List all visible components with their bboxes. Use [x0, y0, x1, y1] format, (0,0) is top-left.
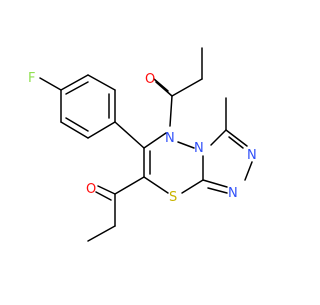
- bond-ring-2: [87, 74, 116, 91]
- molecule-drawing: F O O N N N N S: [28, 47, 257, 242]
- bond-c7-s: [143, 176, 169, 194]
- bond-n1-c8a: [202, 179, 228, 188]
- bond-carbonyl-o-top: [155, 81, 173, 97]
- nitrogen-triazole-lower-label: N: [228, 186, 238, 201]
- bond-carbonyl-ch2-top: [171, 78, 203, 97]
- oxygen-left-label: O: [86, 182, 96, 197]
- bond-n2-n1: [244, 161, 253, 181]
- bond-carbonyl-o-top-double: [153, 78, 169, 92]
- nitrogen-triazole-upper-label: N: [247, 148, 257, 163]
- bond-n4-c3: [210, 129, 227, 146]
- bond-ring-5: [60, 121, 89, 139]
- nitrogen-ring-label: N: [165, 131, 175, 146]
- bond-ch2-ch3-left: [87, 225, 116, 242]
- bond-ring-1: [60, 74, 89, 91]
- structure-svg: F O O N N N N S: [28, 47, 257, 242]
- bond-carbonyl-o-left-double: [95, 191, 112, 201]
- bond-aryl-c6: [114, 121, 145, 149]
- nitrogen-bridge-label: N: [194, 141, 204, 156]
- bonds: [39, 47, 253, 242]
- bond-n-carbonyl: [169, 95, 173, 127]
- bond-f-c: [39, 77, 62, 91]
- bond-ring-1-inner: [65, 81, 89, 95]
- bond-n1-c8a-double: [207, 187, 228, 194]
- bond-c7-carbonyl: [114, 176, 145, 195]
- bond-ring-4: [87, 121, 116, 139]
- oxygen-top-label: O: [145, 72, 155, 87]
- bond-c3-n2-double: [228, 136, 244, 149]
- bond-n4-n5: [177, 141, 195, 149]
- atom-labels: F O O N N N N S: [28, 71, 257, 205]
- bond-ring-5-inner: [65, 117, 89, 132]
- bond-c3-n2: [225, 129, 248, 147]
- bond-c6-n5: [143, 132, 167, 149]
- fluorine-label: F: [28, 71, 35, 86]
- bond-s-c8a: [181, 179, 204, 194]
- sulfur-label: S: [169, 190, 177, 205]
- bond-carbonyl-o-left: [97, 185, 116, 195]
